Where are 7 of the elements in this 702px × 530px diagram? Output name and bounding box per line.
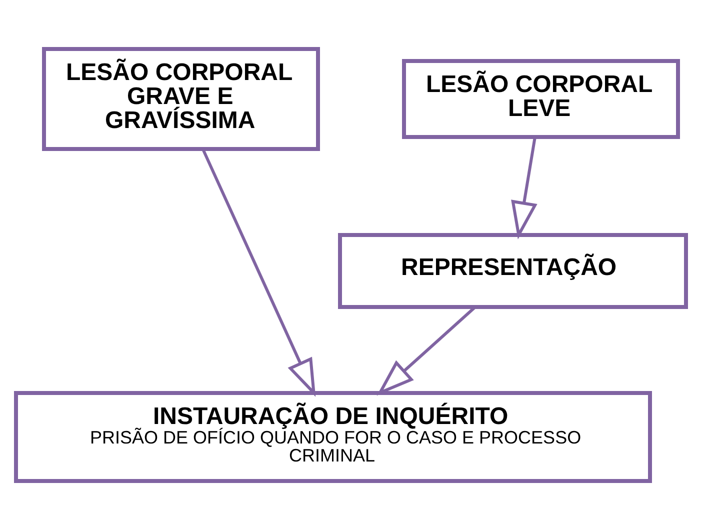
node-box: INSTAURAÇÃO DE INQUÉRITO PRISÃO DE OFÍCIO QUANDO FOR O CASO E PROCESSO CRIMINAL <box>14 391 652 483</box>
arrow <box>202 148 316 397</box>
arrow <box>376 306 476 396</box>
arrow <box>511 137 538 240</box>
node-box: LESÃO CORPORAL LEVE <box>402 59 680 139</box>
node-box: REPRESENTAÇÃO <box>338 233 688 309</box>
node-box: LESÃO CORPORAL GRAVE E GRAVÍSSIMA <box>42 47 320 151</box>
